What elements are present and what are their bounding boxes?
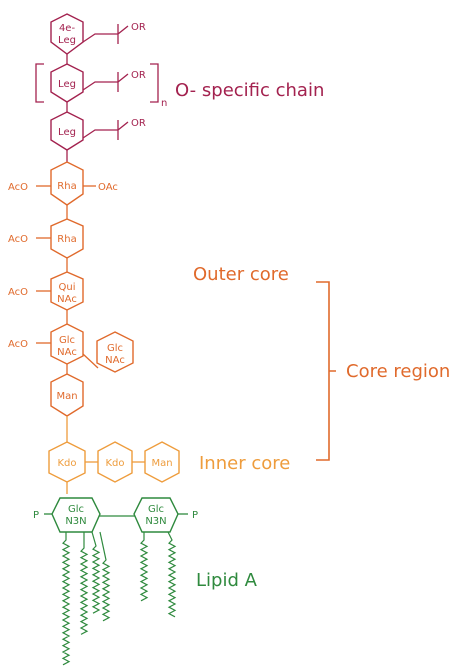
sugar-quinac-line2: NAc	[57, 294, 77, 305]
lipid-a-label: Lipid A	[196, 570, 258, 591]
sugar-rha-2	[50, 218, 84, 259]
inner-core-label: Inner core	[199, 453, 290, 474]
group-aco-3: AcO	[8, 287, 28, 298]
group-aco-2: AcO	[8, 234, 28, 245]
fatty-acid-chain-5	[139, 532, 149, 602]
sugar-glcnac-branch-line1: Glc	[107, 343, 123, 354]
inner-core-group: Kdo Kdo Man Inner core	[48, 416, 290, 494]
sugar-kdo-2	[97, 441, 133, 483]
core-region-group: Core region	[316, 281, 450, 461]
sugar-man-inner-label: Man	[151, 458, 172, 469]
fatty-acid-chain-2	[79, 532, 89, 635]
sugar-kdo-1	[48, 441, 86, 483]
group-oac-1: OAc	[98, 182, 118, 193]
sugar-glcnac-main-line1: Glc	[59, 335, 75, 346]
core-region-label: Core region	[346, 361, 450, 382]
lipid-a-group: Glc N3N Glc N3N P P Lipid A	[33, 497, 258, 666]
sugar-leg-repeat-label: Leg	[58, 79, 76, 90]
sugar-rha-2-label: Rha	[57, 234, 76, 245]
fatty-acid-chains	[61, 531, 177, 666]
sugar-leg-base	[50, 111, 84, 151]
sugar-glcn3n-1-line2: N3N	[65, 516, 86, 527]
sugar-glcnac-branch-line2: NAc	[105, 355, 125, 366]
sugar-glcn3n-2	[133, 497, 179, 533]
outer-core-label: Outer core	[193, 264, 289, 285]
fatty-acid-chain-1	[61, 532, 71, 666]
sugar-glcnac-main-line2: NAc	[57, 347, 77, 358]
fatty-acid-chain-3	[91, 531, 101, 614]
sugar-quinac-line1: Qui	[59, 282, 76, 293]
group-aco-4: AcO	[8, 339, 28, 350]
fatty-acid-chain-6	[167, 531, 177, 618]
outer-core-group: Rha Rha Qui NAc Glc NAc Glc NAc Man AcO …	[8, 161, 289, 417]
phosphate-right: P	[192, 510, 198, 521]
sugar-glcn3n-1-line1: Glc	[68, 504, 84, 515]
o-specific-chain-label: O- specific chain	[175, 80, 324, 101]
sugar-leg-base-label: Leg	[58, 127, 76, 138]
sugar-man-inner	[144, 441, 180, 483]
sugar-4e-leg-line1: 4e-	[59, 23, 76, 34]
sugar-kdo-2-label: Kdo	[105, 458, 124, 469]
phosphate-left: P	[33, 510, 39, 521]
o-specific-chain-group: 4e- Leg Leg Leg OR OR OR n O- specific c…	[35, 13, 324, 162]
substituent-or-2: OR	[131, 70, 146, 81]
sugar-glcn3n-2-line2: N3N	[145, 516, 166, 527]
substituent-or-1: OR	[131, 22, 146, 33]
fatty-acid-chain-4	[99, 531, 111, 622]
sugar-4e-leg-line2: Leg	[58, 35, 76, 46]
sugar-quinac	[50, 271, 84, 311]
sugar-4e-leg	[50, 13, 84, 55]
sugar-glcnac-main	[50, 323, 84, 365]
sugar-glcnac-branch	[96, 331, 134, 373]
sugar-leg-repeat	[50, 63, 84, 103]
substituent-or-3: OR	[131, 118, 146, 129]
sugar-rha-1-label: Rha	[57, 181, 76, 192]
sugar-man-outer-label: Man	[56, 391, 77, 402]
core-region-bracket	[316, 281, 336, 461]
repeat-subscript: n	[161, 98, 167, 109]
group-aco-1: AcO	[8, 182, 28, 193]
sugar-glcn3n-2-line1: Glc	[148, 504, 164, 515]
sugar-kdo-1-label: Kdo	[57, 458, 76, 469]
sugar-rha-1	[50, 161, 84, 206]
